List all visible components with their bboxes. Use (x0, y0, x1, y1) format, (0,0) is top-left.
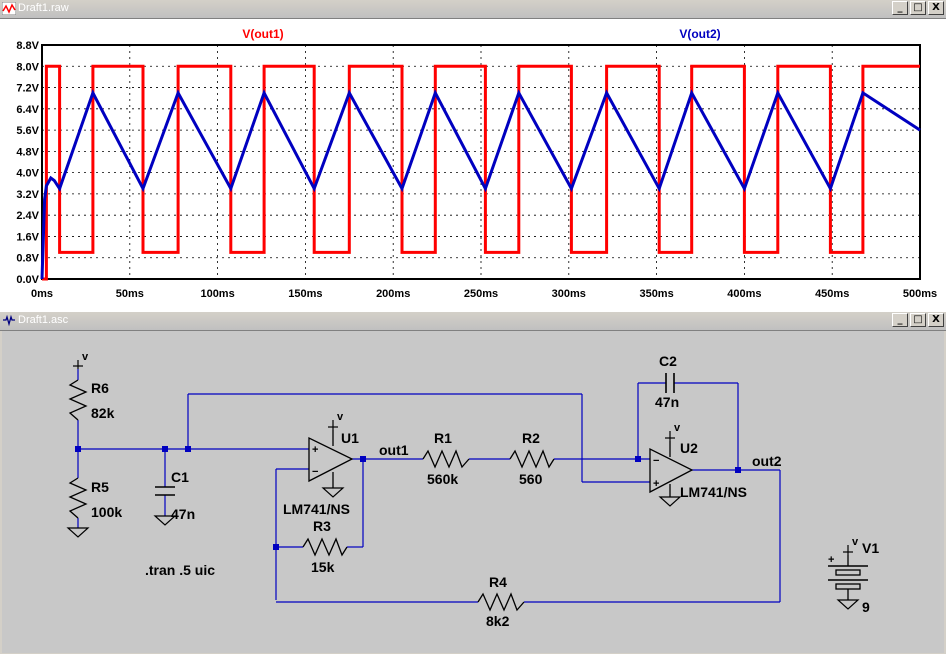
u2-opamp-icon (649, 447, 694, 494)
maximize-button[interactable]: □ (910, 1, 926, 15)
v1-value: 9 (862, 599, 870, 615)
schematic-window-title: Draft1.asc (18, 314, 69, 326)
v1-battery-icon (828, 555, 868, 600)
x-tick-label: 500ms (903, 288, 937, 300)
r5-resistor-icon (68, 477, 88, 519)
supply-arrows (73, 360, 853, 555)
r4-value: 8k2 (486, 613, 510, 629)
legend-label[interactable]: V(out2) (679, 27, 720, 41)
schematic-icon (3, 314, 15, 327)
schematic-canvas[interactable]: v v v v R6 82k R5 100k C1 47n U1 LM741/N… (2, 331, 944, 653)
u1-value: LM741/NS (283, 501, 350, 517)
v-supply-label: v (82, 351, 89, 363)
r1-resistor-icon (422, 449, 470, 469)
u1-minus-pin: − (312, 466, 318, 478)
x-tick-label: 200ms (376, 288, 410, 300)
y-tick-label: 6.4V (16, 104, 39, 116)
y-tick-label: 2.4V (16, 210, 39, 222)
y-tick-label: 4.8V (16, 146, 39, 158)
minimize-button[interactable]: _ (892, 313, 908, 327)
close-button[interactable]: X (928, 313, 944, 327)
u2-minus-pin: − (653, 455, 659, 467)
x-tick-label: 400ms (727, 288, 761, 300)
ground-icons (66, 487, 860, 610)
x-tick-label: 50ms (116, 288, 144, 300)
u1-plus-pin: + (312, 444, 318, 456)
v1-name: V1 (862, 540, 879, 556)
r4-resistor-icon (477, 592, 525, 612)
r3-resistor-icon (302, 537, 348, 557)
x-tick-label: 150ms (288, 288, 322, 300)
r6-name: R6 (91, 380, 109, 396)
y-tick-label: 5.6V (16, 125, 39, 137)
x-tick-label: 300ms (552, 288, 586, 300)
wires (77, 369, 781, 603)
y-tick-label: 4.0V (16, 168, 39, 180)
ground-icon (836, 599, 860, 610)
y-tick-label: 3.2V (16, 189, 39, 201)
waveform-plot[interactable]: 0.0V 0.8V 1.6V 2.4V 3.2V 4.0V 4.8V 5.6V 6.4V 7.2V… (0, 19, 946, 312)
r2-name: R2 (522, 430, 540, 446)
r2-value: 560 (519, 471, 543, 487)
spice-directive: .tran .5 uic (145, 562, 215, 578)
schematic-titlebar[interactable]: Draft1.asc _ □ X (0, 312, 946, 331)
r2-resistor-icon (509, 449, 555, 469)
ground-icon (658, 496, 682, 507)
c2-value: 47n (655, 394, 679, 410)
u2-value: LM741/NS (680, 484, 747, 500)
c1-value: 47n (171, 506, 195, 522)
capacitor-symbols (155, 373, 675, 496)
minimize-button[interactable]: _ (892, 1, 908, 15)
waveform-window-title: Draft1.raw (18, 2, 69, 14)
y-tick-label: 1.6V (16, 231, 39, 243)
ground-icon (321, 487, 345, 498)
y-tick-label: 7.2V (16, 83, 39, 95)
r5-name: R5 (91, 479, 109, 495)
series-line-V(out1)[interactable] (42, 64, 920, 281)
x-tick-label: 450ms (815, 288, 849, 300)
r1-value: 560k (427, 471, 458, 487)
u2-name: U2 (680, 440, 698, 456)
schematic-window: Draft1.asc _ □ X (0, 312, 946, 654)
r4-name: R4 (489, 574, 507, 590)
ground-icon (153, 515, 177, 526)
out1-label: out1 (379, 442, 409, 458)
y-tick-label: 8.8V (16, 40, 39, 52)
c2-name: C2 (659, 353, 677, 369)
v-supply-label: v (337, 411, 344, 423)
v1-plus-pin: + (828, 554, 834, 566)
v-supply-label: v (674, 422, 681, 434)
v-supply-label: v (852, 536, 859, 548)
c1-name: C1 (171, 469, 189, 485)
junction-dots (75, 446, 741, 550)
y-tick-label: 0.8V (16, 253, 39, 265)
x-tick-label: 250ms (464, 288, 498, 300)
r5-value: 100k (91, 504, 122, 520)
u1-name: U1 (341, 430, 359, 446)
opamp-symbols (308, 430, 694, 497)
r3-name: R3 (313, 518, 331, 534)
waveform-icon (2, 2, 16, 15)
y-tick-label: 8.0V (16, 61, 39, 73)
r3-value: 15k (311, 559, 335, 575)
ground-icon (66, 527, 90, 538)
x-tick-label: 350ms (639, 288, 673, 300)
r6-value: 82k (91, 405, 115, 421)
y-tick-label: 0.0V (16, 274, 39, 286)
u2-plus-pin: + (653, 478, 659, 490)
waveform-window: Draft1.raw _ □ X 0.0V 0.8V 1.6V 2.4V 3.2V 4.0… (0, 0, 946, 312)
u1-opamp-icon (308, 436, 354, 483)
x-tick-label: 100ms (200, 288, 234, 300)
r1-name: R1 (434, 430, 452, 446)
close-button[interactable]: X (928, 1, 944, 15)
resistor-symbols (68, 379, 555, 612)
x-tick-label: 0ms (31, 288, 53, 300)
maximize-button[interactable]: □ (910, 313, 926, 327)
legend-label[interactable]: V(out1) (242, 27, 283, 41)
out2-label: out2 (752, 453, 782, 469)
r6-resistor-icon (68, 379, 88, 421)
series-line-V(out2)[interactable] (40, 89, 921, 280)
waveform-titlebar[interactable]: Draft1.raw _ □ X (0, 0, 946, 19)
